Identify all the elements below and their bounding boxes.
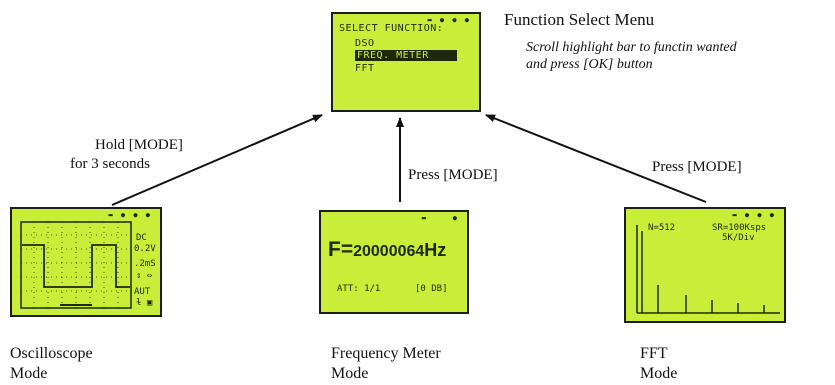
arrow-osc-to-menu [111, 114, 323, 206]
attenuation-readout: ATT: 1/1 [337, 284, 381, 294]
hold-mode-label-line1: Hold [MODE] [95, 137, 183, 153]
sample-rate-readout: SR=100Ksps [712, 223, 767, 233]
frequency-meter-mode-label-line2: Mode [331, 365, 369, 382]
trigger-edge-icon: ɫ ▣ [136, 298, 153, 308]
status-icons: ▬ ● ● ● [108, 211, 152, 219]
menu-screen: ▬ ● ● ● SELECT FUNCTION: DSO FREQ. METER… [331, 12, 481, 112]
status-icons: ▬ ● ● ● [732, 211, 776, 219]
arrow-fft-to-menu [485, 114, 707, 203]
db-readout: [0 DB] [415, 284, 448, 294]
frequency-meter-mode-label-line1: Frequency Meter [331, 345, 441, 362]
fft-screen: ▬ ● ● ● N=512 SR=100Ksps 5K/Div [624, 207, 786, 323]
status-icons: ▬ ● ● ● [427, 16, 471, 24]
frequency-prefix: F= [328, 238, 354, 261]
square-wave [22, 244, 130, 288]
frequency-div-readout: 5K/Div [722, 233, 755, 243]
fft-points-readout: N=512 [648, 223, 676, 233]
frequency-value: 20000064 [353, 243, 425, 260]
menu-item-fft[interactable]: FFT [355, 63, 375, 74]
menu-title: SELECT FUNCTION: [339, 23, 444, 34]
scroll-note-line2: and press [OK] button [526, 57, 653, 72]
volts-readout: 0.2V [134, 244, 156, 254]
fft-mode-label-line2: Mode [640, 365, 678, 382]
oscilloscope-mode-label-line1: Oscilloscope [10, 345, 93, 362]
oscilloscope-screen: ▬ ● ● ● DC 0.2V .2mS ⇕ ⇔ AUT ɫ ▣ [10, 207, 162, 317]
hold-mode-label-line2: for 3 seconds [70, 156, 150, 172]
coupling-readout: DC [136, 233, 147, 243]
trigger-mode-readout: AUT [134, 287, 151, 297]
waveform-grid [20, 221, 132, 309]
press-mode-center-label: Press [MODE] [408, 167, 498, 183]
scroll-note-line1: Scroll highlight bar to functin wanted [526, 40, 737, 55]
oscilloscope-mode-label-line2: Mode [10, 365, 48, 382]
time-readout: .2mS [134, 259, 156, 269]
function-select-title: Function Select Menu [504, 10, 655, 29]
menu-item-dso[interactable]: DSO [355, 38, 375, 49]
frequency-meter-screen: ▬ ● F=20000064Hz ATT: 1/1 [0 DB] [319, 210, 469, 314]
cursor-icon: ⇕ ⇔ [136, 271, 153, 281]
fft-spectrum [636, 225, 780, 314]
frequency-unit: Hz [424, 240, 447, 260]
press-mode-right-label: Press [MODE] [652, 159, 742, 175]
fft-mode-label-line1: FFT [640, 345, 668, 362]
menu-item-freq-meter[interactable]: FREQ. METER [355, 50, 457, 61]
frequency-reading: F=20000064Hz [328, 238, 446, 262]
status-icons: ▬ ● [421, 214, 459, 222]
